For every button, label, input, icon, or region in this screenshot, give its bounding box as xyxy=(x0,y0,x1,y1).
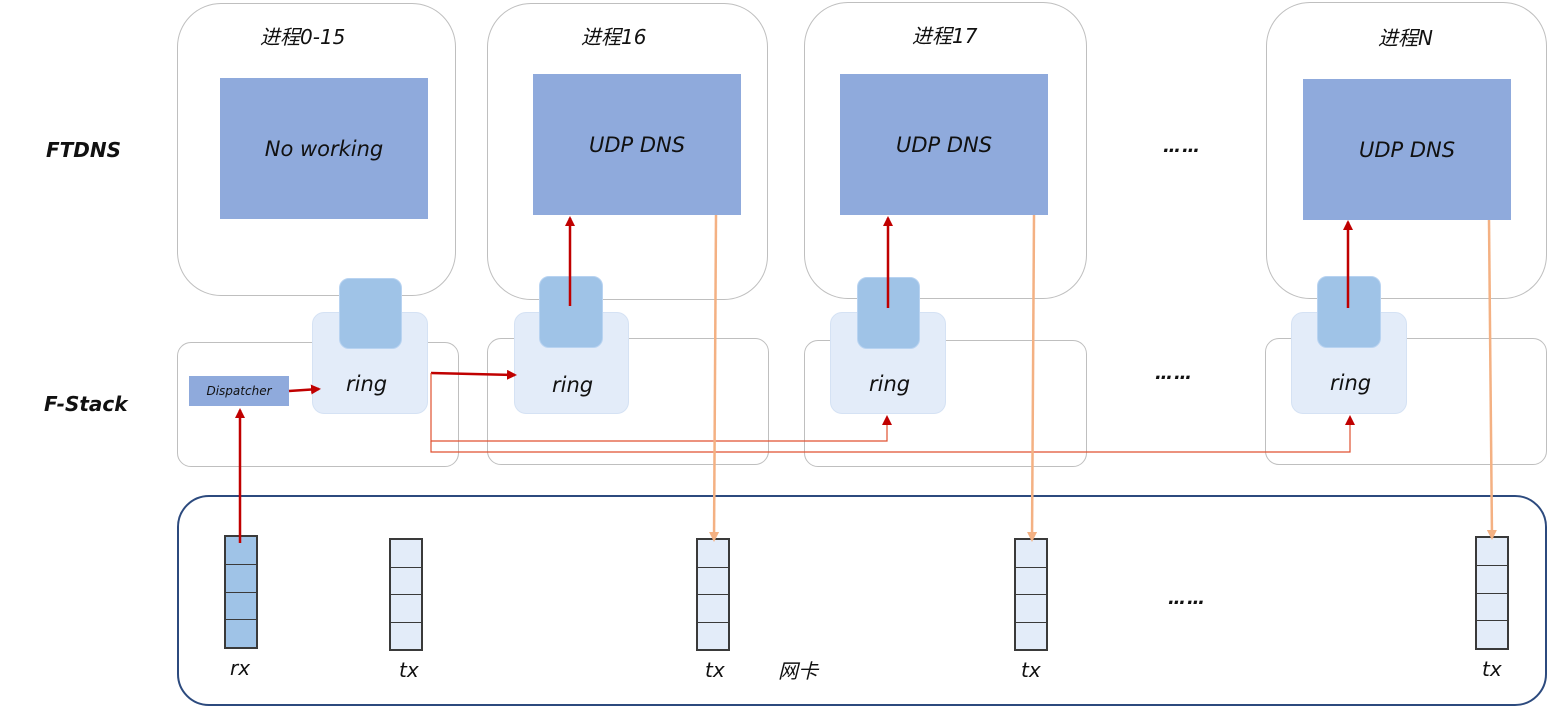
tx-queue xyxy=(389,538,423,651)
ring-slot xyxy=(1317,276,1381,348)
udp-dns-box: UDP DNS xyxy=(533,74,741,215)
ring-label: ring xyxy=(1330,371,1372,395)
tx-queue xyxy=(1014,538,1048,651)
ring-label: ring xyxy=(346,372,388,396)
tx-queue xyxy=(1475,536,1509,650)
ellipsis-app-row: …… xyxy=(1163,136,1201,157)
dispatcher-box: Dispatcher xyxy=(189,376,289,406)
ring-label: ring xyxy=(869,372,911,396)
ftdns-row-label: FTDNS xyxy=(46,138,122,162)
ellipsis-stack-row: …… xyxy=(1155,363,1193,384)
fstack-row-label: F-Stack xyxy=(44,392,128,416)
queue-label: rx xyxy=(230,656,251,680)
tx-queue xyxy=(696,538,730,651)
ellipsis-nic-row: …… xyxy=(1168,588,1206,609)
queue-label: tx xyxy=(399,658,419,682)
ring-slot xyxy=(339,278,402,349)
rx-queue xyxy=(224,535,258,649)
process-title: 进程17 xyxy=(912,24,978,48)
ring-slot xyxy=(857,277,920,349)
queue-label: tx xyxy=(1021,658,1041,682)
udp-dns-box: UDP DNS xyxy=(840,74,1048,215)
process-title: 进程16 xyxy=(581,25,647,49)
ring-slot xyxy=(539,276,603,348)
no-working-box: No working xyxy=(220,78,428,219)
nic-container xyxy=(177,495,1547,706)
process-title: 进程0-15 xyxy=(260,25,346,49)
process-title: 进程N xyxy=(1378,26,1433,50)
nic-label: 网卡 xyxy=(778,659,818,683)
queue-label: tx xyxy=(705,658,725,682)
queue-label: tx xyxy=(1482,657,1502,681)
udp-dns-box: UDP DNS xyxy=(1303,79,1511,220)
ring-label: ring xyxy=(552,373,594,397)
